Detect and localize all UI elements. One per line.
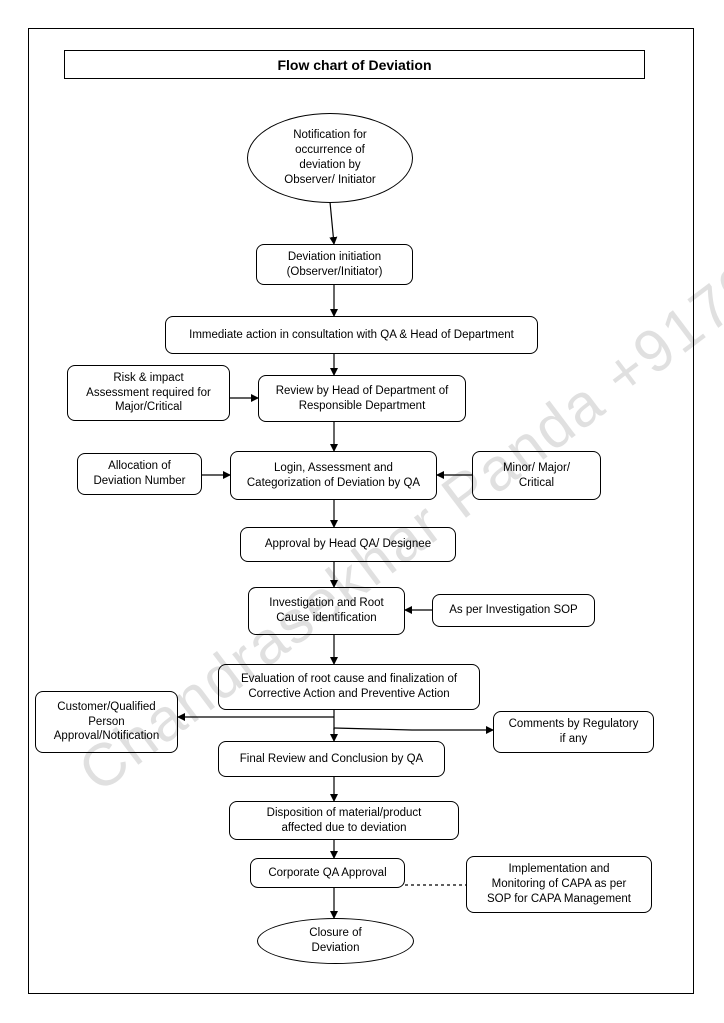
node-evaluation: Evaluation of root cause and finalizatio… [218, 664, 480, 710]
node-investigation-sop: As per Investigation SOP [432, 594, 595, 627]
node-regulatory: Comments by Regulatory if any [493, 711, 654, 753]
node-risk-impact: Risk & impact Assessment required for Ma… [67, 365, 230, 421]
node-corporate-qa: Corporate QA Approval [250, 858, 405, 888]
node-categories: Minor/ Major/ Critical [472, 451, 601, 500]
node-closure: Closure of Deviation [257, 918, 414, 964]
node-login-assessment: Login, Assessment and Categorization of … [230, 451, 437, 500]
node-approval-head-qa: Approval by Head QA/ Designee [240, 527, 456, 562]
node-final-review: Final Review and Conclusion by QA [218, 741, 445, 777]
node-investigation: Investigation and Root Cause identificat… [248, 587, 405, 635]
arrow-notification-initiation [329, 201, 338, 245]
node-notification: Notification for occurrence of deviation… [247, 113, 413, 203]
arrow-to-regulatory [333, 726, 494, 734]
page-frame [28, 28, 694, 994]
node-immediate-action: Immediate action in consultation with QA… [165, 316, 538, 354]
node-disposition: Disposition of material/product affected… [229, 801, 459, 840]
node-customer: Customer/Qualified Person Approval/Notif… [35, 691, 178, 753]
node-review-hod: Review by Head of Department of Responsi… [258, 375, 466, 422]
node-allocation: Allocation of Deviation Number [77, 453, 202, 495]
node-capa: Implementation and Monitoring of CAPA as… [466, 856, 652, 913]
node-initiation: Deviation initiation (Observer/Initiator… [256, 244, 413, 285]
chart-title: Flow chart of Deviation [64, 50, 645, 79]
